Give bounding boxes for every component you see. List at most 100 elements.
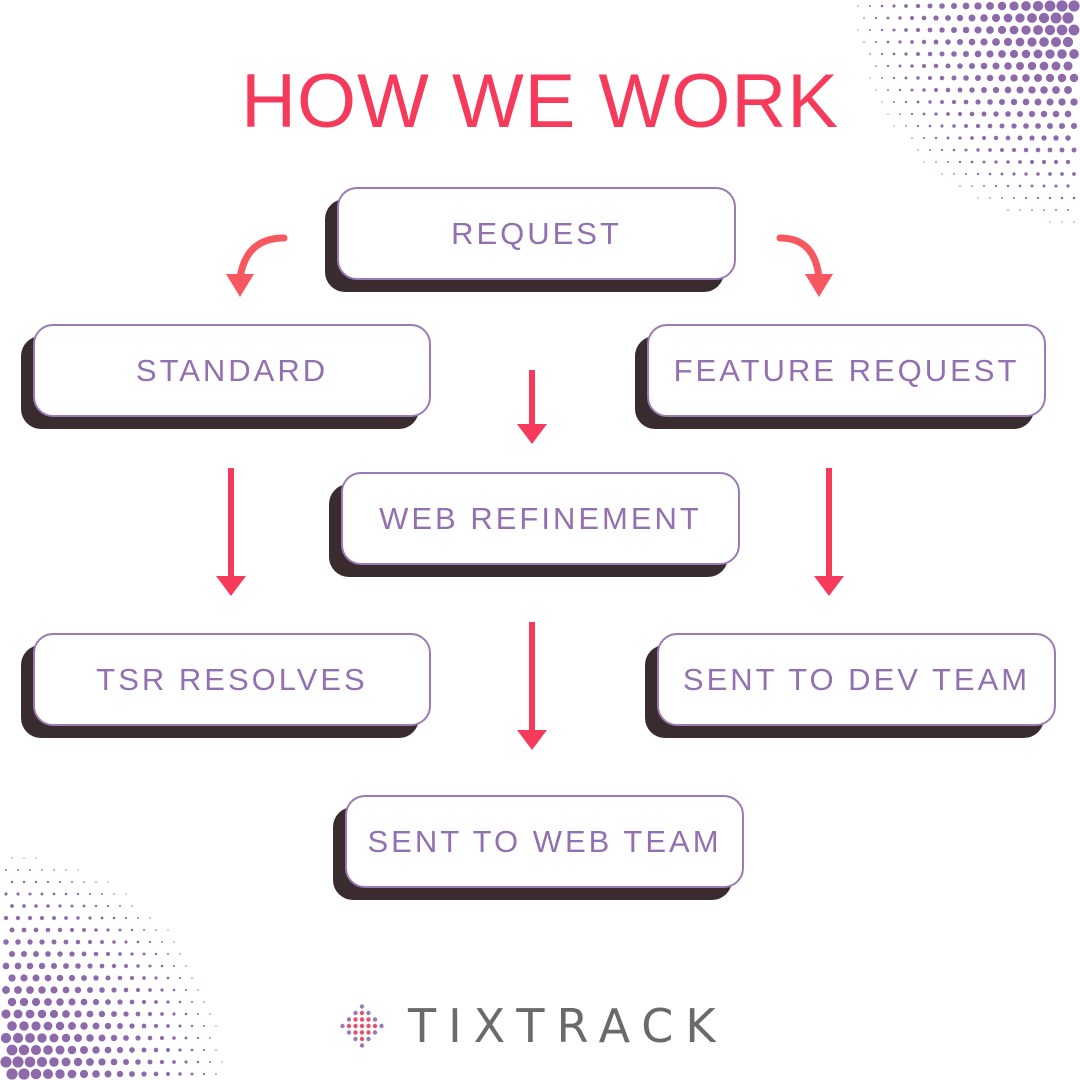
halftone-dot [27, 939, 33, 945]
halftone-dot [929, 149, 931, 151]
node-web-refinement: WEB REFINEMENT [329, 472, 740, 577]
halftone-dot [892, 28, 896, 32]
logo-dot [359, 1023, 365, 1029]
halftone-dot [154, 976, 158, 980]
halftone-dot [23, 857, 25, 859]
tixtrack-logo: TIXTRACK [336, 999, 746, 1053]
halftone-dot [1015, 37, 1025, 47]
halftone-dot [880, 28, 884, 32]
halftone-dot [43, 1045, 53, 1055]
halftone-dot [22, 880, 26, 884]
halftone-dot [986, 2, 994, 10]
halftone-dot [25, 1033, 35, 1043]
halftone-dot [117, 999, 123, 1005]
halftone-dot [49, 1009, 59, 1019]
halftone-dot [82, 928, 86, 932]
halftone-dot [12, 1032, 24, 1044]
halftone-dot [117, 1023, 123, 1029]
halftone-dot [98, 1034, 106, 1042]
halftone-dot [863, 41, 865, 43]
halftone-dot [20, 974, 28, 982]
halftone-dot [0, 1056, 12, 1068]
halftone-dot [1018, 160, 1022, 164]
halftone-dot [124, 964, 128, 968]
node-label-request: REQUEST [337, 187, 736, 280]
halftone-dot [956, 38, 964, 46]
halftone-dot [65, 869, 67, 871]
halftone-dot [933, 39, 939, 45]
halftone-dot [989, 197, 991, 199]
halftone-dot [57, 927, 63, 933]
halftone-dot [1018, 184, 1022, 188]
halftone-dot [106, 928, 110, 932]
halftone-dot [178, 1072, 182, 1076]
halftone-dot [1029, 159, 1035, 165]
halftone-dot [129, 975, 135, 981]
halftone-dot [58, 880, 62, 884]
halftone-dot [125, 893, 127, 895]
halftone-dot [33, 951, 39, 957]
halftone-dot [81, 975, 87, 981]
halftone-dot [1000, 172, 1004, 176]
halftone-dot [1042, 184, 1046, 188]
halftone-dot [87, 963, 93, 969]
halftone-dot [1047, 147, 1053, 153]
halftone-dot [215, 1025, 217, 1027]
halftone-dot [14, 962, 22, 970]
halftone-dot [56, 974, 64, 982]
halftone-dot [863, 17, 865, 19]
halftone-dot [945, 39, 951, 45]
halftone-dot [19, 997, 29, 1007]
halftone-dot [159, 1035, 165, 1041]
halftone-dot [83, 881, 85, 883]
halftone-dot [111, 1011, 117, 1017]
halftone-dot [58, 904, 62, 908]
halftone-dot [1068, 0, 1080, 12]
halftone-dot [939, 3, 945, 9]
halftone-dot [46, 880, 50, 884]
halftone-dot [93, 975, 99, 981]
arrow-web-refinement-to-sent-to-web-team [517, 622, 547, 750]
halftone-dot [6, 1044, 18, 1056]
logo-dot [379, 1023, 384, 1029]
halftone-dot [196, 1012, 200, 1016]
halftone-dot [215, 1049, 217, 1051]
halftone-dot [105, 975, 111, 981]
halftone-dot [141, 1071, 147, 1077]
halftone-dot [202, 1072, 206, 1076]
halftone-dot [1048, 172, 1052, 176]
halftone-dot [1044, 24, 1056, 36]
halftone-dot [154, 952, 158, 956]
halftone-dot [71, 881, 73, 883]
halftone-dot [886, 16, 890, 20]
halftone-dot [10, 904, 14, 908]
halftone-dot [63, 939, 69, 945]
halftone-dot [77, 869, 79, 871]
halftone-dot [184, 1060, 188, 1064]
halftone-dot [34, 880, 38, 884]
node-request: REQUEST [325, 187, 736, 292]
halftone-dot [74, 1010, 82, 1018]
halftone-dot [952, 148, 956, 152]
halftone-dot [1032, 0, 1044, 12]
halftone-dot [153, 1047, 159, 1053]
halftone-dot [166, 1000, 170, 1004]
halftone-dot [147, 1035, 153, 1041]
halftone-dot [111, 987, 117, 993]
halftone-dot [1048, 196, 1052, 200]
halftone-dot [898, 16, 902, 20]
halftone-dot [29, 869, 31, 871]
logo-dot [366, 1010, 371, 1016]
halftone-dot [1027, 37, 1037, 47]
halftone-dot [1062, 12, 1074, 24]
halftone-dot [880, 4, 884, 8]
logo-text: TIXTRACK [408, 999, 728, 1053]
halftone-dot [142, 928, 146, 932]
halftone-dot [92, 1022, 100, 1030]
halftone-dot [159, 1059, 165, 1065]
logo-dot [353, 1010, 358, 1016]
halftone-dot [34, 904, 38, 908]
halftone-dot [10, 880, 14, 884]
halftone-dot [1054, 184, 1058, 188]
halftone-dot [123, 1035, 129, 1041]
